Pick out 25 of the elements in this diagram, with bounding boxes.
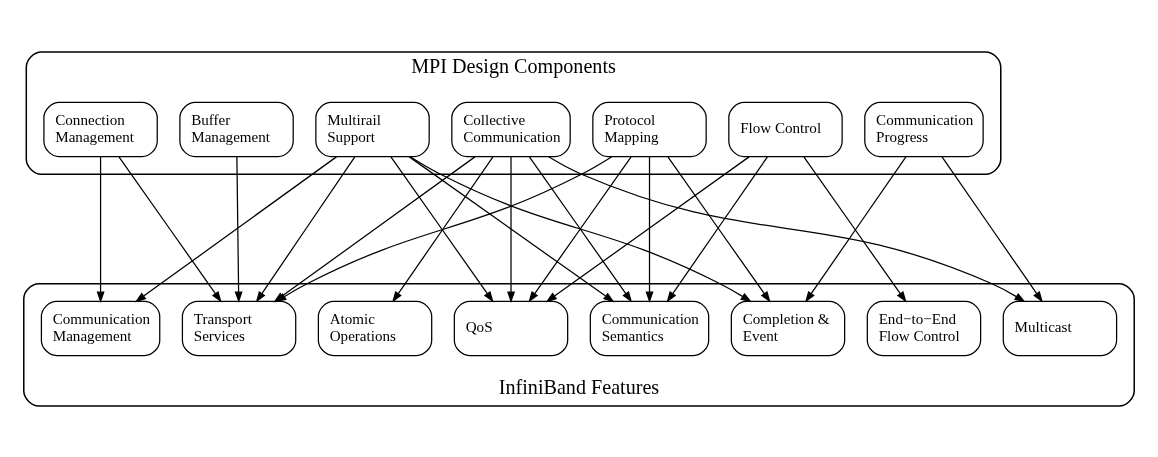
arrow: [545, 155, 750, 302]
arrow: [234, 155, 243, 303]
node-box: QoS: [453, 300, 569, 356]
node-box: Multicast: [1002, 300, 1118, 356]
node-box: Flow Control: [728, 101, 843, 157]
node-box: Communication Management: [40, 300, 161, 356]
arrow: [408, 155, 615, 302]
node-box: Protocol Mapping: [592, 101, 707, 157]
node-box: Completion & Event: [730, 300, 846, 356]
arrow: [548, 155, 1026, 302]
node-box: End−to−End Flow Control: [866, 300, 982, 356]
node-box: Communication Progress: [864, 101, 984, 157]
node-box: Atomic Operations: [317, 300, 433, 356]
arrow: [507, 155, 515, 303]
node-box: Transport Services: [181, 300, 297, 356]
arrow: [941, 155, 1043, 303]
arrow: [409, 155, 752, 302]
node-box: Communication Semantics: [589, 300, 710, 356]
arrow: [96, 155, 105, 303]
node-box: Buffer Management: [179, 101, 294, 157]
node-box: Multirail Support: [315, 101, 430, 157]
node-box: Connection Management: [43, 101, 158, 157]
arrow: [118, 155, 222, 303]
arrow: [645, 155, 654, 303]
node-box: Collective Communication: [451, 101, 571, 157]
